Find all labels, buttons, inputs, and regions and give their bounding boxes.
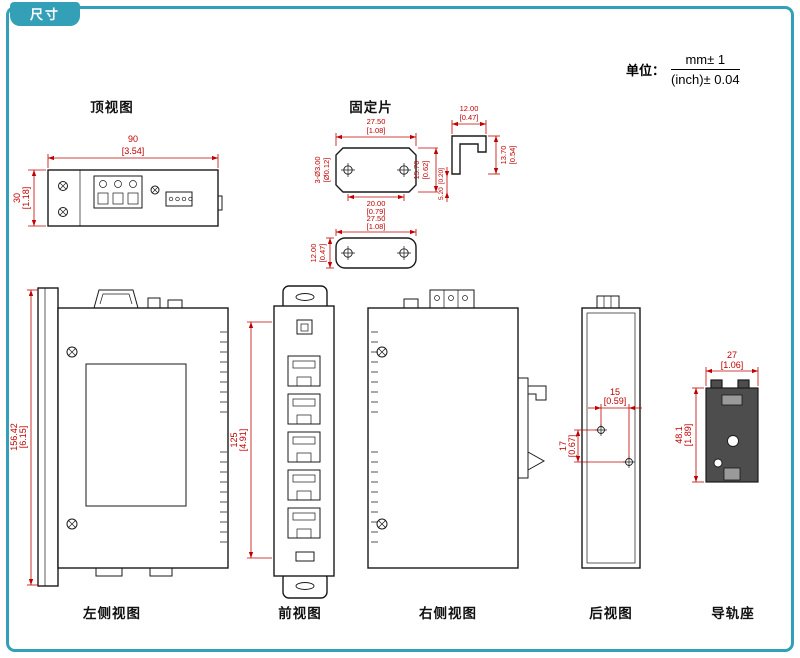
screw-icon <box>66 346 78 530</box>
dim-top-width: 90 [3.54] <box>47 134 219 168</box>
vent-slots <box>220 331 227 543</box>
dim-top-height: 30 [1.18] <box>12 169 46 227</box>
dim-clip-bottom-height: 12.00 [0.47] <box>309 237 334 269</box>
left-view-label: 左侧视图 <box>83 606 141 621</box>
unit-label: 单位： <box>626 63 666 78</box>
dim-left-height-in: [6.15] <box>18 426 28 449</box>
rail-label: 导轨座 <box>711 606 755 621</box>
unit-mm-tolerance: mm± 1 <box>671 52 740 70</box>
clip-drawing: 27.50 [1.08] 3-Ø3.00 [Ø0.12] 20.00 [0.79… <box>309 104 517 269</box>
dim-front-height: 125 [4.91] <box>229 321 272 559</box>
unit-fraction: mm± 1 (inch)± 0.04 <box>671 52 740 87</box>
screw-icon <box>58 181 68 217</box>
dim-clip-holes-mm: 3-Ø3.00 <box>313 156 322 183</box>
dim-rail-height-in: [1.89] <box>683 424 693 447</box>
front-view-label: 前视图 <box>278 606 322 621</box>
dim-clip-side-width-in: [0.47] <box>460 113 479 122</box>
dim-rail-width: 27 [1.06] <box>705 350 759 386</box>
unit-inch-tolerance: (inch)± 0.04 <box>671 72 740 87</box>
top-view-drawing: 90 [3.54] 30 [1.18] <box>12 134 223 227</box>
dim-rear-y-mm: 17 <box>558 441 568 451</box>
dim-clip-height-mm: 15.70 <box>412 161 421 180</box>
dim-rear-x: 15 [0.59] <box>588 387 642 458</box>
dim-clip-bottom-height-mm: 12.00 <box>309 244 318 263</box>
dim-clip-side-height-in: [0.54] <box>508 146 517 165</box>
dim-clip-side-width-mm: 12.00 <box>460 104 479 113</box>
dim-rear-x-in: [0.59] <box>604 396 627 406</box>
dim-clip-holes-in: [Ø0.12] <box>322 158 331 183</box>
dim-left-height-mm: 156.42 <box>9 423 19 451</box>
dim-rear-y: 17 [0.67] <box>558 429 625 463</box>
vent-slots <box>371 331 378 543</box>
dim-clip-side-height: 13.70 [0.54] <box>488 135 517 175</box>
dim-clip-offset: 5.20[0.20] <box>438 167 450 202</box>
dim-clip-bottom-height-in: [0.47] <box>318 244 327 263</box>
page-title-tab: 尺寸 <box>10 2 81 26</box>
dim-clip-height: 15.70 [0.62] <box>412 147 439 193</box>
dim-top-width-mm: 90 <box>128 134 138 144</box>
dim-top-width-in: [3.54] <box>122 146 145 156</box>
dip-switch-icon <box>165 191 193 207</box>
dim-rail-width-in: [1.06] <box>721 360 744 370</box>
dim-clip-width: 27.50 [1.08] <box>335 117 417 146</box>
ground-screw-icon <box>150 185 160 195</box>
terminal-block-icon <box>93 175 143 209</box>
rail-mount-drawing: 27 [1.06] 48.1 [1.89] <box>674 350 759 483</box>
dim-top-height-mm: 30 <box>12 193 22 203</box>
dim-clip-span-in: [0.79] <box>367 207 386 216</box>
dim-rail-height-mm: 48.1 <box>674 426 684 444</box>
din-clip-icon <box>517 377 547 479</box>
left-side-view-drawing: 156.42 [6.15] <box>9 287 229 587</box>
dim-clip-side-height-mm: 13.70 <box>499 146 508 165</box>
dim-top-height-in: [1.18] <box>21 187 31 210</box>
dim-clip-height-in: [0.62] <box>421 161 430 180</box>
dim-clip-width-in: [1.08] <box>367 126 386 135</box>
dim-left-height: 156.42 [6.15] <box>9 289 38 586</box>
right-side-view-drawing <box>367 289 547 569</box>
dim-clip-bottom-width-in: [1.08] <box>367 222 386 231</box>
dim-rear-y-in: [0.67] <box>567 435 577 458</box>
front-view-drawing: 125 [4.91] <box>229 285 335 599</box>
dim-rail-height: 48.1 [1.89] <box>674 387 704 483</box>
dim-front-height-mm: 125 <box>229 432 239 447</box>
rear-view-drawing: 15 [0.59] 17 [0.67] <box>558 295 642 569</box>
dim-rear-x-mm: 15 <box>610 387 620 397</box>
clip-label: 固定片 <box>349 100 393 115</box>
dim-clip-holes: 3-Ø3.00 [Ø0.12] <box>313 156 331 183</box>
dim-clip-width-mm: 27.50 <box>367 117 386 126</box>
dim-clip-bottom-width-mm: 27.50 <box>367 214 386 223</box>
dim-front-height-in: [4.91] <box>238 429 248 452</box>
dim-clip-bottom-width: 27.50 [1.08] <box>335 214 417 236</box>
dim-clip-span: 20.00 [0.79] <box>347 194 405 216</box>
right-view-label: 右侧视图 <box>419 606 477 621</box>
rear-view-label: 后视图 <box>589 606 633 621</box>
top-view-label: 顶视图 <box>90 100 134 115</box>
dim-clip-side-width: 12.00 [0.47] <box>451 104 487 134</box>
dim-clip-span-mm: 20.00 <box>367 199 386 208</box>
dim-clip-offset-text: 5.20[0.20] <box>438 168 445 200</box>
dim-rail-width-mm: 27 <box>727 350 737 360</box>
unit-note: 单位： mm± 1 (inch)± 0.04 <box>626 52 740 87</box>
rj45-port-icon <box>287 355 321 539</box>
